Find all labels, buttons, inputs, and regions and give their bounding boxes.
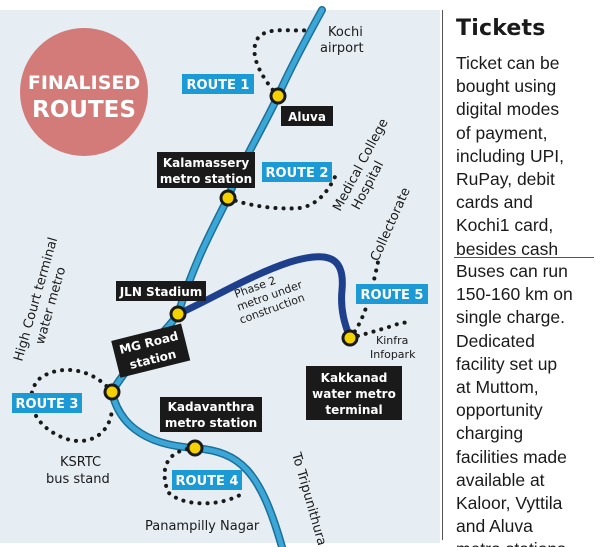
kalamassery-label-1: Kalamassery xyxy=(163,156,250,170)
tickets-sidebar: Tickets Ticket can be bought using digit… xyxy=(448,10,594,547)
kadavanthra-label-1: Kadavanthra xyxy=(168,400,255,414)
stations xyxy=(103,87,359,457)
kadavanthra-label-bg xyxy=(160,397,262,432)
aluva-label-bg xyxy=(281,106,333,126)
sidebar-divider xyxy=(442,10,443,540)
kadavanthra-label-2: metro station xyxy=(165,416,257,430)
kakkanad-label-2: water metro xyxy=(312,387,396,401)
kakkanad-label-bg xyxy=(306,366,402,420)
kochi-airport-label-2: airport xyxy=(320,41,364,56)
station-kakkanad xyxy=(341,329,359,347)
station-kadavanthra xyxy=(186,439,204,457)
station-aluva xyxy=(269,87,287,105)
ticket-info-text: Ticket can be bought using digital modes… xyxy=(456,53,564,259)
sidebar-rule xyxy=(454,257,594,258)
kochi-airport-label-1: Kochi xyxy=(328,25,363,40)
kinfra-label-2: Infopark xyxy=(370,348,416,361)
kalamassery-label-2: metro station xyxy=(160,172,252,186)
ksrtc-label-2: bus stand xyxy=(46,472,110,487)
route-2-tag-text: ROUTE 2 xyxy=(266,166,329,181)
panampilly-label: Panampilly Nagar xyxy=(145,519,260,534)
route-4-path xyxy=(162,446,242,506)
route-3-tag-text: ROUTE 3 xyxy=(16,397,79,412)
ksrtc-label-1: KSRTC xyxy=(60,455,101,470)
title-line-1: FINALISED xyxy=(28,72,140,94)
route-4-tag-text: ROUTE 4 xyxy=(176,474,239,489)
route-1-tag xyxy=(182,74,254,94)
route-5-tag-text: ROUTE 5 xyxy=(361,288,424,303)
route-5-path-b xyxy=(348,320,414,340)
kakkanad-label-3: terminal xyxy=(325,403,382,417)
title-circle xyxy=(20,28,148,156)
station-mg-road xyxy=(103,383,121,401)
bus-info-text: Buses can run 150-160 km on single charg… xyxy=(456,261,573,547)
phase2-line xyxy=(174,253,354,342)
station-jln xyxy=(169,305,187,323)
title-line-2: ROUTES xyxy=(32,97,136,123)
route-4-tag xyxy=(172,470,242,490)
route-1-path xyxy=(252,28,314,98)
station-labels: Aluva Kalamassery metro station JLN Stad… xyxy=(111,106,402,432)
jln-label: JLN Stadium xyxy=(119,285,203,299)
route-1-tag-text: ROUTE 1 xyxy=(187,78,250,93)
jln-label-bg xyxy=(116,281,206,301)
station-kalamassery xyxy=(219,189,237,207)
mg-road-label-bg xyxy=(111,323,191,378)
aluva-label: Aluva xyxy=(288,110,326,124)
route-5-tag xyxy=(356,284,428,304)
route-3-tag xyxy=(12,393,82,413)
route-2-path xyxy=(226,168,340,211)
route-2-tag xyxy=(262,162,332,182)
route-tags: ROUTE 1 ROUTE 2 ROUTE 3 ROUTE 4 ROUTE 5 xyxy=(12,74,428,490)
kakkanad-label-1: Kakkanad xyxy=(321,371,388,385)
kalamassery-label-bg xyxy=(157,152,255,188)
kinfra-label-1: Kinfra xyxy=(376,334,408,347)
route-map: FINALISED ROUTES ROUTE 1 xyxy=(0,6,440,547)
sidebar-heading: Tickets xyxy=(456,16,546,41)
